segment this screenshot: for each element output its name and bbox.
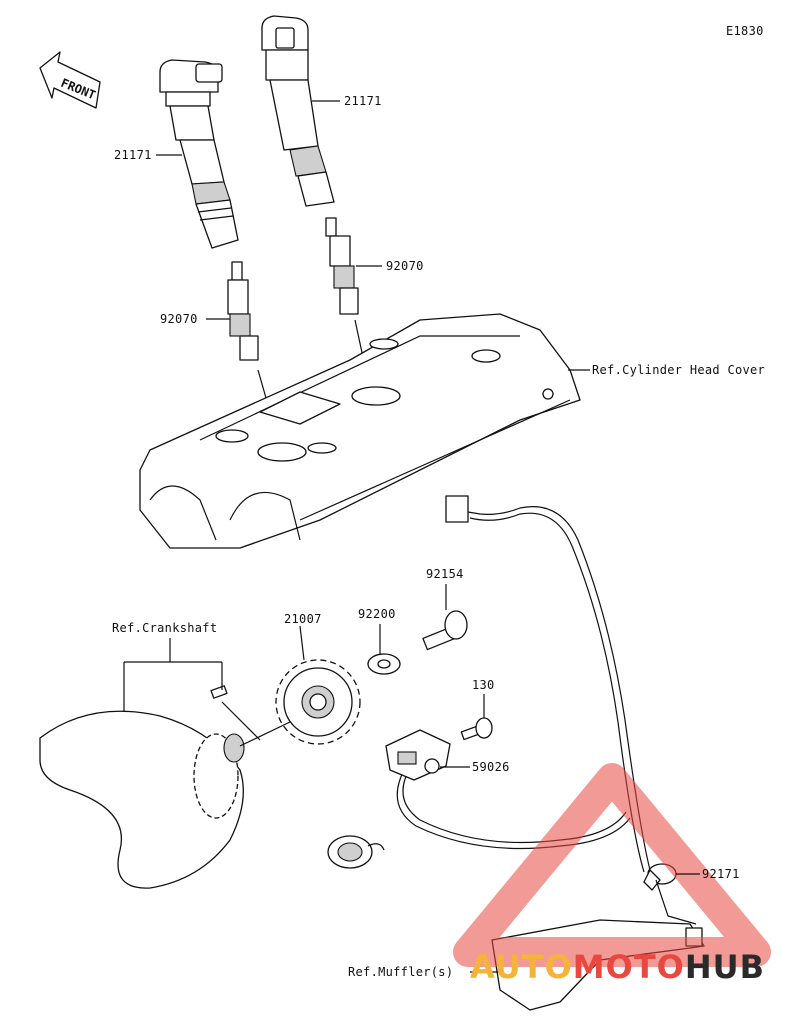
small-bolt — [460, 717, 493, 741]
label-bolt: 92154 — [426, 567, 464, 581]
label-washer: 92200 — [358, 607, 396, 621]
wiring-harness — [396, 495, 651, 873]
spark-plug-left — [227, 261, 259, 361]
label-muffler: Ref.Muffler(s) — [348, 965, 454, 979]
crankshaft-ref-bracket — [123, 638, 223, 712]
crankshaft — [39, 685, 245, 889]
label-sensor: 59026 — [472, 760, 510, 774]
watermark-part-hub: HUB — [684, 948, 766, 986]
label-crankshaft: Ref.Crankshaft — [112, 621, 218, 635]
label-clamp: 92171 — [702, 867, 740, 881]
front-arrow-icon: FRONT — [39, 51, 101, 109]
watermark-logo: AUTOMOTOHUB — [470, 948, 765, 986]
crank-sensor — [385, 729, 451, 781]
label-small-bolt: 130 — [472, 678, 495, 692]
watermark-part-moto: MOTO — [572, 948, 685, 986]
label-plug-right: 92070 — [386, 259, 424, 273]
label-coil-right: 21171 — [344, 94, 382, 108]
ignition-coil-right — [261, 15, 335, 207]
diagram-code: E1830 — [726, 24, 764, 38]
label-rotor: 21007 — [284, 612, 322, 626]
washer — [367, 653, 401, 675]
watermark-triangle-icon — [453, 763, 771, 967]
watermark-part-auto: AUTO — [470, 948, 573, 986]
timing-rotor — [275, 659, 361, 745]
label-cylinder-head-cover: Ref.Cylinder Head Cover — [592, 363, 766, 377]
label-coil-left: 21171 — [114, 148, 152, 162]
grommet — [327, 835, 385, 869]
flange-bolt — [422, 610, 468, 651]
ignition-coil-left — [159, 59, 239, 249]
label-plug-left: 92070 — [160, 312, 198, 326]
cylinder-head-cover — [139, 313, 581, 549]
spark-plug-right — [325, 217, 359, 315]
